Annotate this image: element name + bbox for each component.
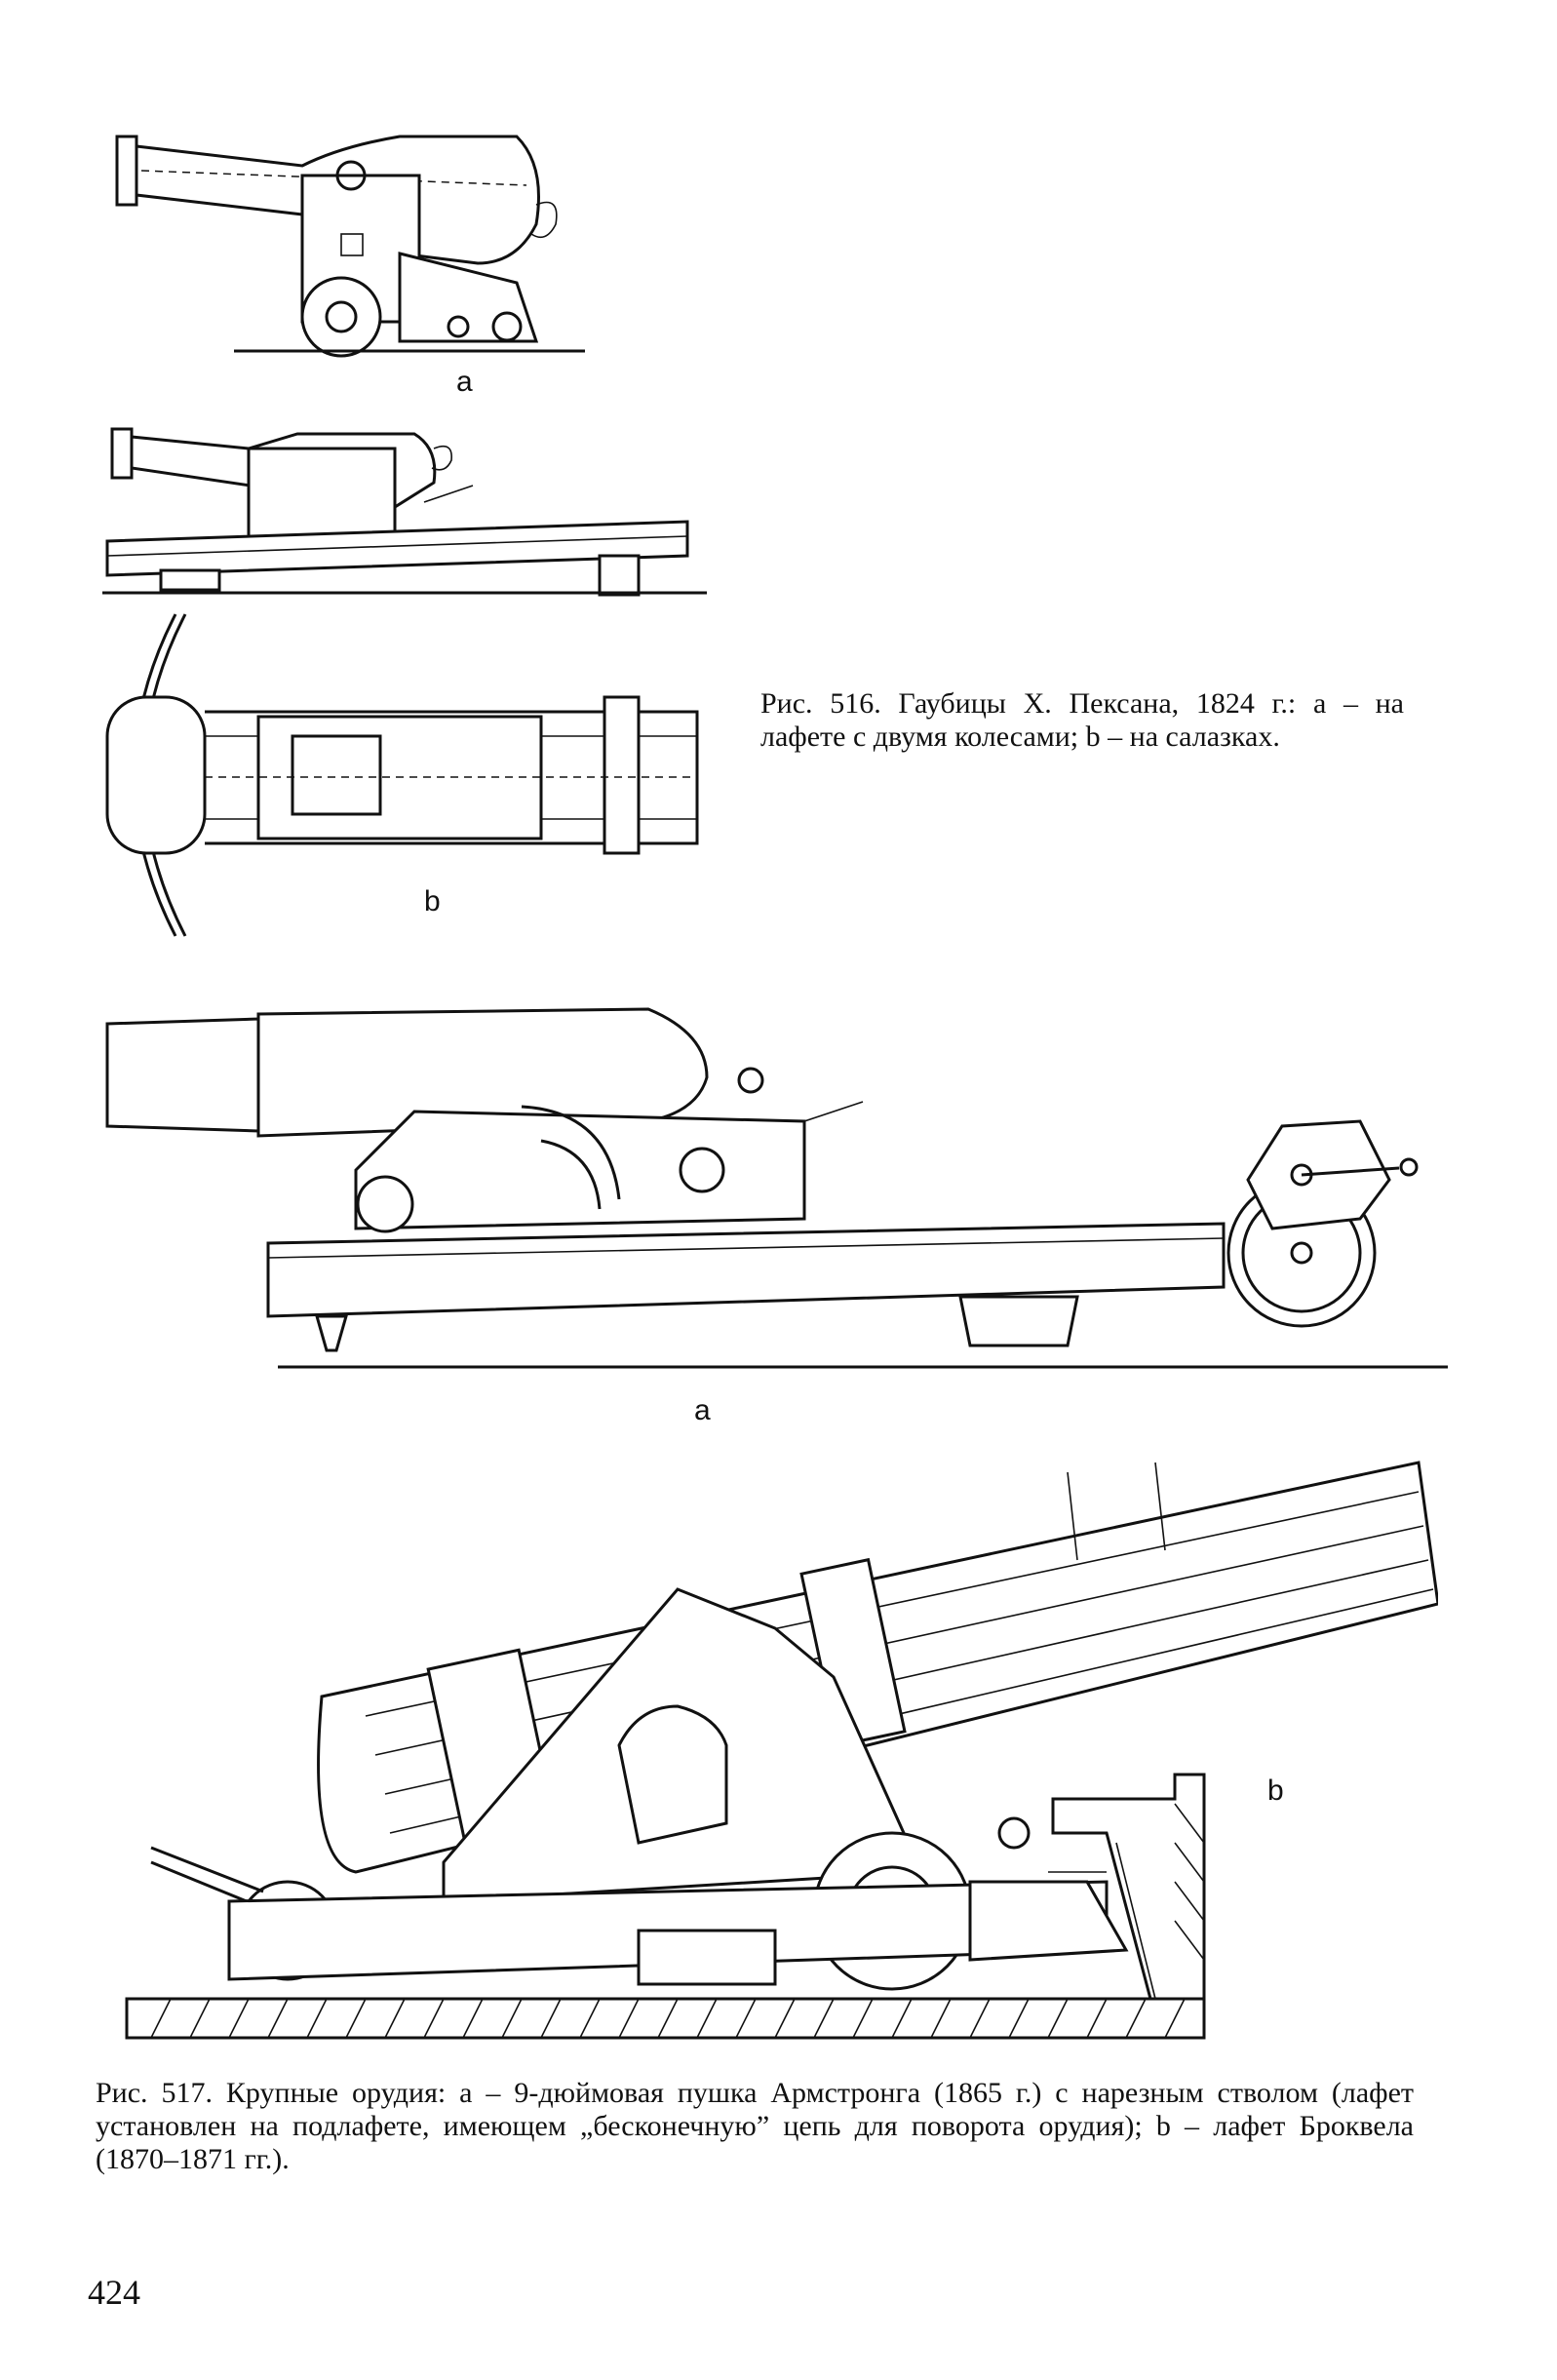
fig516a-label: a — [456, 366, 473, 398]
fig517b-label: b — [1267, 1775, 1284, 1807]
page-number: 424 — [88, 2273, 140, 2312]
fig517b-drawing — [93, 1453, 1438, 2048]
fig516-caption: Рис. 516. Гаубицы Х. Пексана, 1824 г.: а… — [760, 687, 1404, 753]
fig517-caption: Рис. 517. Крупные орудия: а – 9-дюймовая… — [96, 2077, 1414, 2175]
fig516b-plan-drawing — [102, 609, 707, 941]
fig516b-side-drawing — [102, 410, 712, 605]
fig516b-label: b — [424, 885, 441, 917]
fig517a-drawing — [102, 1004, 1448, 1389]
fig516a-drawing — [107, 107, 614, 371]
fig517a-label: a — [694, 1394, 711, 1426]
